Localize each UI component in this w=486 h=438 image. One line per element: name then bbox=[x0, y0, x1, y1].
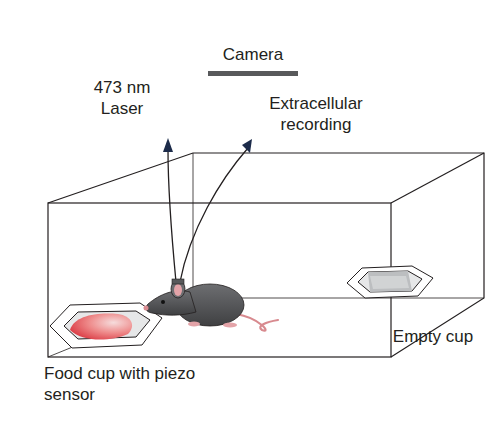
food-cup bbox=[50, 303, 162, 348]
cables bbox=[168, 148, 248, 282]
empty-cup-label: Empty cup bbox=[388, 326, 478, 347]
food-pellet bbox=[70, 314, 132, 340]
arena-box bbox=[48, 153, 484, 357]
mouse bbox=[144, 279, 279, 331]
recording-arrowhead bbox=[242, 139, 252, 153]
head-implant bbox=[172, 279, 184, 284]
camera-label: Camera bbox=[208, 44, 298, 65]
camera-bar bbox=[208, 71, 298, 76]
empty-cup bbox=[347, 266, 433, 298]
recording-label: Extracellular recording bbox=[256, 93, 376, 135]
laser-label: 473 nm Laser bbox=[72, 77, 172, 119]
food-cup-label: Food cup with piezo sensor bbox=[44, 363, 214, 405]
laser-arrowhead bbox=[163, 138, 173, 152]
mouse-tail bbox=[236, 314, 278, 331]
